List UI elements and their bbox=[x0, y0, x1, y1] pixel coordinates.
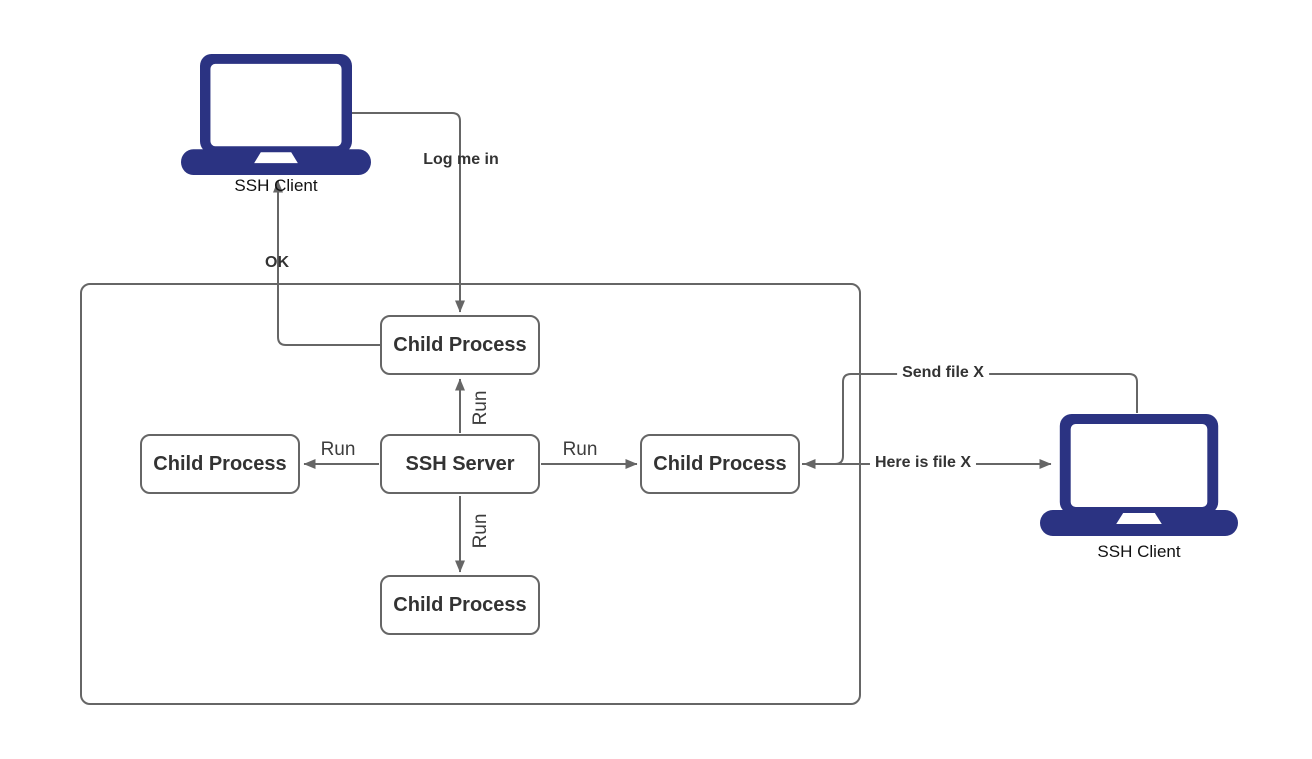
node-child-process-left[interactable]: Child Process bbox=[140, 434, 300, 494]
edge-send-file-x[interactable] bbox=[803, 373, 1138, 469]
node-child-process-right[interactable]: Child Process bbox=[640, 434, 800, 494]
edge-ok[interactable] bbox=[273, 180, 380, 346]
client-right-label: SSH Client bbox=[1097, 542, 1181, 561]
edge-label-run-bottom: Run bbox=[470, 513, 491, 549]
server-boundary-box[interactable] bbox=[80, 283, 861, 705]
laptop-icon-right[interactable] bbox=[1040, 414, 1238, 536]
edge-label-here-is-file-x: Here is file X bbox=[869, 454, 977, 472]
edge-label-run-top: Run bbox=[470, 390, 491, 426]
edge-label-run-right: Run bbox=[562, 439, 598, 460]
node-child-process-bottom[interactable]: Child Process bbox=[380, 575, 540, 635]
node-child-process-top[interactable]: Child Process bbox=[380, 315, 540, 375]
edge-label-log-me-in: Log me in bbox=[423, 151, 499, 168]
edge-label-run-left: Run bbox=[320, 439, 356, 460]
edge-log-me-in[interactable] bbox=[352, 112, 465, 313]
laptop-icon-left[interactable] bbox=[181, 54, 371, 175]
edge-label-send-file-x: Send file X bbox=[897, 364, 989, 382]
client-left-label: SSH Client bbox=[234, 176, 318, 195]
edge-label-ok: OK bbox=[265, 254, 289, 271]
node-ssh-server[interactable]: SSH Server bbox=[380, 434, 540, 494]
